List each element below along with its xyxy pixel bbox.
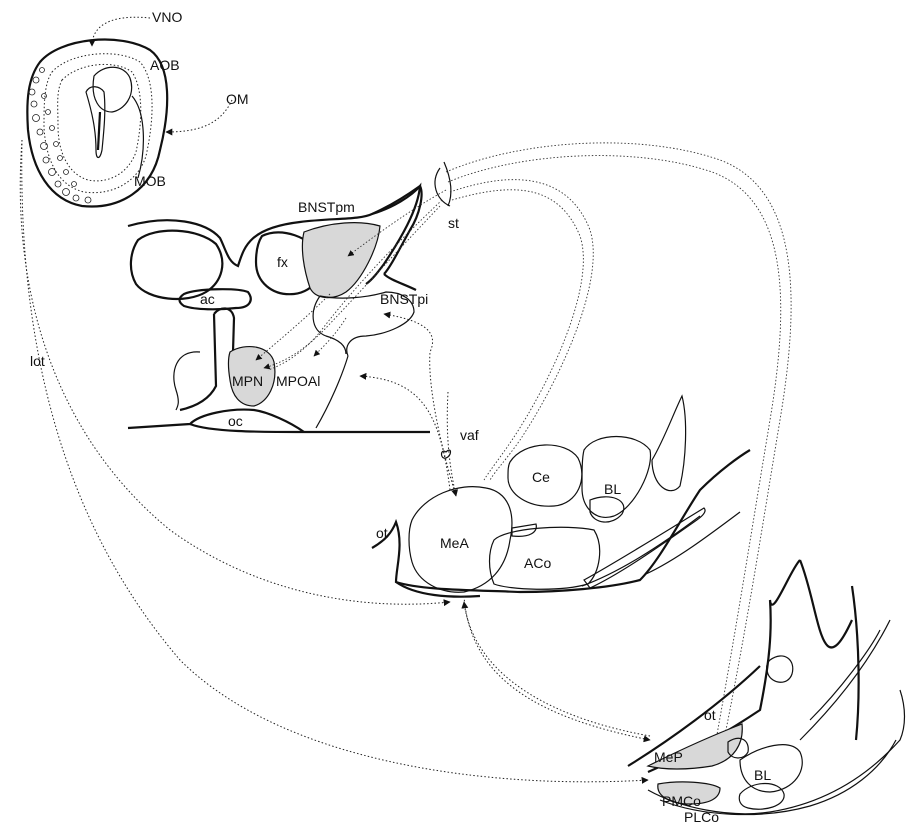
label-bnstpi: BNSTpi	[380, 291, 428, 307]
stria-terminalis-tract	[435, 143, 791, 740]
label-mep: MeP	[654, 749, 683, 765]
amygdala-section	[372, 396, 750, 597]
label-fx: fx	[277, 254, 288, 270]
label-vno: VNO	[152, 9, 182, 25]
label-ac: ac	[200, 291, 215, 307]
label-mpoal: MPOAl	[276, 373, 320, 389]
forebrain-section	[128, 186, 430, 432]
label-vaf: vaf	[460, 427, 479, 443]
vaf-to-bnstpi-arrow	[384, 314, 456, 496]
label-oc: oc	[228, 413, 243, 429]
label-aob: AOB	[150, 57, 180, 73]
mea-to-mep-arrow	[464, 596, 650, 740]
bnstpm-to-mpn-arrow	[256, 294, 330, 360]
om-input-arrow	[166, 100, 232, 132]
label-ot-bottom: ot	[704, 707, 716, 723]
label-mob: MOB	[134, 173, 166, 189]
label-om: OM	[226, 91, 249, 107]
label-lot: lot	[30, 353, 45, 369]
glomeruli	[29, 68, 91, 204]
label-aco: ACo	[524, 555, 551, 571]
label-bl-posterior: BL	[754, 767, 771, 783]
label-pmco: PMCo	[662, 793, 701, 809]
label-st: st	[448, 215, 459, 231]
label-ce: Ce	[532, 469, 550, 485]
label-mea: MeA	[440, 535, 469, 551]
mep-to-mea-arrow	[464, 602, 650, 736]
label-ot-top: ot	[376, 525, 388, 541]
label-bnstpm: BNSTpm	[298, 199, 355, 215]
label-plco: PLCo	[684, 809, 719, 825]
label-mpn: MPN	[232, 373, 263, 389]
label-bl-amygdala: BL	[604, 481, 621, 497]
